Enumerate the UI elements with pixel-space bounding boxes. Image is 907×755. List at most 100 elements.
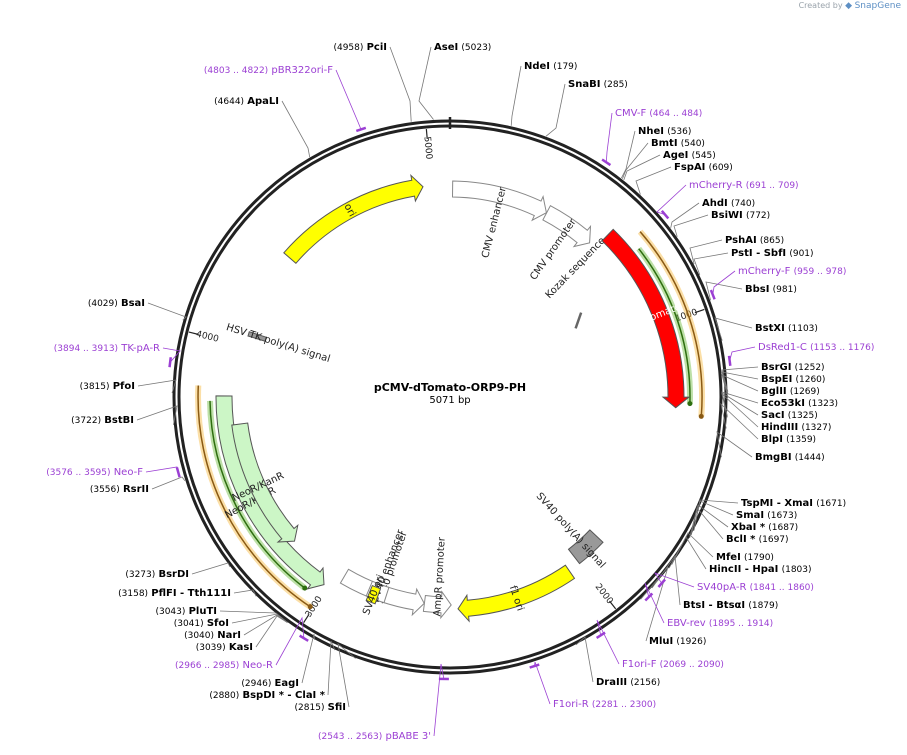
enzyme-position: (1444) [795, 453, 825, 463]
enzyme-label-bstbi[interactable]: (3722) BstBI [71, 415, 134, 426]
enzyme-label-bspdi-clai[interactable]: (2880) BspDI * - ClaI * [209, 690, 325, 701]
enzyme-label-hindiii[interactable]: HindIII (1327) [761, 422, 831, 433]
feature-ori[interactable] [283, 174, 424, 265]
feature-neor-kanr[interactable] [215, 395, 325, 590]
enzyme-leader [231, 613, 288, 624]
feature-dtomato[interactable] [601, 228, 691, 409]
enzyme-label-sfoi[interactable]: (3041) SfoI [174, 618, 229, 629]
translation-line [638, 248, 691, 404]
enzyme-position: (609) [709, 163, 733, 173]
enzyme-label-sfii[interactable]: (2815) SfiI [295, 702, 346, 713]
feature-cmv-enhancer[interactable] [451, 180, 547, 222]
enzyme-position: (179) [553, 62, 577, 72]
enzyme-label-smai[interactable]: SmaI (1673) [736, 510, 797, 521]
primer-position: (1895 .. 1914) [709, 619, 773, 629]
enzyme-label-psti-sbfi[interactable]: PstI - SbfI (901) [731, 248, 814, 259]
primer-name: pBR322ori-F [271, 65, 333, 76]
enzyme-name: BstXI [755, 323, 785, 334]
primer-label-mcherry-f[interactable]: mCherry-F (959 .. 978) [738, 266, 846, 277]
feature-cmv-promoter[interactable] [542, 205, 592, 248]
primer-label-tk-pa-r[interactable]: (3894 .. 3913) TK-pA-R [54, 343, 160, 354]
enzyme-label-tspmi-xmai[interactable]: TspMI - XmaI (1671) [741, 498, 846, 509]
map-center: pCMV-dTomato-ORP9-PH 5071 bp [374, 381, 526, 406]
feature-kozak-sequence[interactable] [574, 312, 583, 329]
primer-leader [605, 112, 613, 163]
feature-hsv-tk-poly-a-signal[interactable] [247, 331, 268, 342]
enzyme-label-apali[interactable]: (4644) ApaLI [214, 96, 279, 107]
enzyme-label-xbai[interactable]: XbaI * (1687) [731, 522, 798, 533]
enzyme-leader [690, 504, 729, 536]
enzyme-leader [721, 374, 759, 398]
enzyme-name: KasI [229, 642, 253, 653]
enzyme-name: BsrGI [761, 362, 791, 373]
primer-label-f1ori-f[interactable]: F1ori-F (2069 .. 2090) [622, 659, 724, 670]
primer-label-pbabe-3[interactable]: (2543 .. 2563) pBABE 3' [318, 731, 431, 742]
feature-neor-kanr[interactable] [231, 422, 299, 543]
enzyme-label-hincii-hpai[interactable]: HincII - HpaI (1803) [709, 564, 812, 575]
feature-sv40-poly-a-signal[interactable] [567, 529, 604, 565]
enzyme-label-ndei[interactable]: NdeI (179) [524, 61, 577, 72]
enzyme-label-snabi[interactable]: SnaBI (285) [568, 79, 628, 90]
primer-leader [162, 347, 181, 363]
enzyme-name: BsrDI [158, 569, 189, 580]
enzyme-label-pfoi[interactable]: (3815) PfoI [80, 381, 135, 392]
primer-label-cmv-f[interactable]: CMV-F (464 .. 484) [615, 108, 702, 119]
enzyme-label-eagi[interactable]: (2946) EagI [241, 678, 299, 689]
primer-site-mark [709, 289, 716, 300]
enzyme-label-agei[interactable]: AgeI (545) [663, 150, 716, 161]
enzyme-label-nhei[interactable]: NheI (536) [638, 126, 691, 137]
enzyme-label-pshai[interactable]: PshAI (865) [725, 235, 784, 246]
enzyme-label-bsai[interactable]: (4029) BsaI [88, 298, 145, 309]
enzyme-label-pcii[interactable]: (4958) PciI [333, 42, 387, 53]
primer-site-mark [660, 209, 670, 220]
enzyme-label-saci[interactable]: SacI (1325) [761, 410, 818, 421]
enzyme-label-bsrdi[interactable]: (3273) BsrDI [125, 569, 189, 580]
enzyme-leader [301, 633, 315, 684]
primer-label-mcherry-r[interactable]: mCherry-R (691 .. 709) [689, 180, 799, 191]
primer-label-ebv-rev[interactable]: EBV-rev (1895 .. 1914) [667, 618, 773, 629]
feature-sv40-ori[interactable] [365, 584, 382, 605]
enzyme-label-draiii[interactable]: DraIII (2156) [596, 677, 660, 688]
enzyme-position: (1673) [767, 511, 797, 521]
primer-label-neo-f[interactable]: (3576 .. 3595) Neo-F [46, 467, 143, 478]
enzyme-label-mlui[interactable]: MluI (1926) [649, 636, 706, 647]
plasmid-size: 5071 bp [429, 395, 470, 406]
enzyme-label-bstxi[interactable]: BstXI (1103) [755, 323, 818, 334]
enzyme-name: BclI * [726, 534, 756, 545]
enzyme-label-bmgbi[interactable]: BmgBI (1444) [755, 452, 825, 463]
enzyme-label-pluti[interactable]: (3043) PluTI [155, 606, 217, 617]
enzyme-leader [337, 643, 356, 708]
enzyme-label-bsiwi[interactable]: BsiWI (772) [711, 210, 770, 221]
enzyme-label-btsi-bts-i[interactable]: BtsI - BtsαI (1879) [683, 600, 778, 611]
feature-f1-ori[interactable] [457, 564, 576, 623]
enzyme-label-bbsi[interactable]: BbsI (981) [745, 284, 797, 295]
primer-position: (2543 .. 2563) [318, 732, 382, 742]
enzyme-label-mfei[interactable]: MfeI (1790) [716, 552, 774, 563]
enzyme-leader [622, 142, 649, 180]
enzyme-label-pflfi-tth111i[interactable]: (3158) PflFI - Tth111I [118, 588, 231, 599]
enzyme-leader [721, 392, 759, 428]
primer-site-mark [601, 158, 612, 167]
enzyme-label-kasi[interactable]: (3039) KasI [196, 642, 253, 653]
primer-label-neo-r[interactable]: (2966 .. 2985) Neo-R [175, 660, 273, 671]
enzyme-label-bcli[interactable]: BclI * (1697) [726, 534, 789, 545]
enzyme-label-fspai[interactable]: FspAI (609) [674, 162, 733, 173]
primer-label-f1ori-r[interactable]: F1ori-R (2281 .. 2300) [553, 699, 656, 710]
enzyme-label-asei[interactable]: AseI (5023) [434, 42, 491, 53]
enzyme-label-bglii[interactable]: BglII (1269) [761, 386, 820, 397]
enzyme-label-ahdi[interactable]: AhdI (740) [702, 198, 755, 209]
enzyme-label-nari[interactable]: (3040) NarI [184, 630, 241, 641]
enzyme-label-eco53ki[interactable]: Eco53kI (1323) [761, 398, 838, 409]
primer-position: (691 .. 709) [746, 181, 799, 191]
primer-label-sv40pa-r[interactable]: SV40pA-R (1841 .. 1860) [697, 582, 814, 593]
enzyme-label-bmti[interactable]: BmtI (540) [651, 138, 705, 149]
primer-label-pbr322ori-f[interactable]: (4803 .. 4822) pBR322ori-F [204, 65, 333, 76]
enzyme-label-blpi[interactable]: BlpI (1359) [761, 434, 816, 445]
enzyme-label-rsrii[interactable]: (3556) RsrII [90, 484, 149, 495]
feature-ampr-promoter[interactable] [422, 590, 452, 620]
enzyme-label-bsrgi[interactable]: BsrGI (1252) [761, 362, 825, 373]
enzyme-label-bspei[interactable]: BspEI (1260) [761, 374, 825, 385]
primer-label-dsred1-c[interactable]: DsRed1-C (1153 .. 1176) [758, 342, 874, 353]
enzyme-leader [668, 536, 707, 570]
primer-name: F1ori-F [622, 659, 657, 670]
